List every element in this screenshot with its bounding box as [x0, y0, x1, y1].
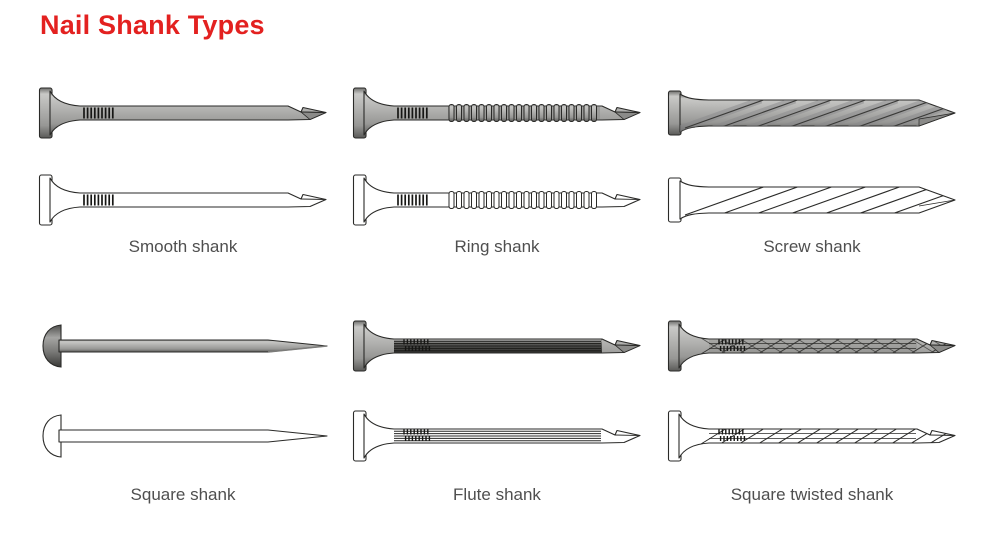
- cell-ring-shank: Ring shank: [352, 85, 642, 257]
- flute-shank-nail-icon-solid: [352, 320, 641, 372]
- square-shank-solid-illustration: [38, 318, 328, 374]
- square-shank-outline-illustration: [38, 408, 328, 464]
- cell-square-shank: Square shank: [38, 318, 328, 505]
- flute-shank-nail-icon-outline: [352, 410, 641, 462]
- screw-shank-outline-illustration: [667, 172, 957, 228]
- smooth-shank-outline-illustration: [38, 172, 328, 228]
- flute-shank-outline-illustration: [352, 408, 642, 464]
- cell-flute-shank: Flute shank: [352, 318, 642, 505]
- nail-type-label: Screw shank: [763, 237, 861, 256]
- nail-type-label: Smooth shank: [128, 237, 238, 256]
- nail-type-label: Ring shank: [454, 237, 540, 256]
- page-title: Nail Shank Types: [40, 10, 265, 40]
- cell-square-twisted-shank: Square twisted shank: [667, 318, 957, 505]
- square-twisted-shank-solid-illustration: [667, 318, 957, 374]
- smooth-shank-nail-icon-solid: [38, 87, 327, 139]
- square-twisted-shank-nail-icon-outline: [667, 410, 956, 462]
- nail-type-label: Square shank: [130, 485, 236, 504]
- screw-shank-nail-icon-outline: [667, 177, 956, 223]
- square-twisted-shank-nail-icon-solid: [667, 320, 956, 372]
- square-shank-nail-icon-outline: [42, 414, 328, 458]
- square-shank-nail-icon-solid: [42, 324, 328, 368]
- ring-shank-solid-illustration: [352, 85, 642, 141]
- screw-shank-solid-illustration: [667, 85, 957, 141]
- nail-type-label: Flute shank: [453, 485, 541, 504]
- flute-shank-solid-illustration: [352, 318, 642, 374]
- cell-smooth-shank: Smooth shank: [38, 85, 328, 257]
- screw-shank-nail-icon-solid: [667, 90, 956, 136]
- smooth-shank-nail-icon-outline: [38, 174, 327, 226]
- ring-shank-nail-icon-outline: [352, 174, 641, 226]
- ring-shank-nail-icon-solid: [352, 87, 641, 139]
- square-twisted-shank-outline-illustration: [667, 408, 957, 464]
- cell-screw-shank: Screw shank: [667, 85, 957, 257]
- smooth-shank-solid-illustration: [38, 85, 328, 141]
- ring-shank-outline-illustration: [352, 172, 642, 228]
- nail-type-label: Square twisted shank: [730, 485, 894, 504]
